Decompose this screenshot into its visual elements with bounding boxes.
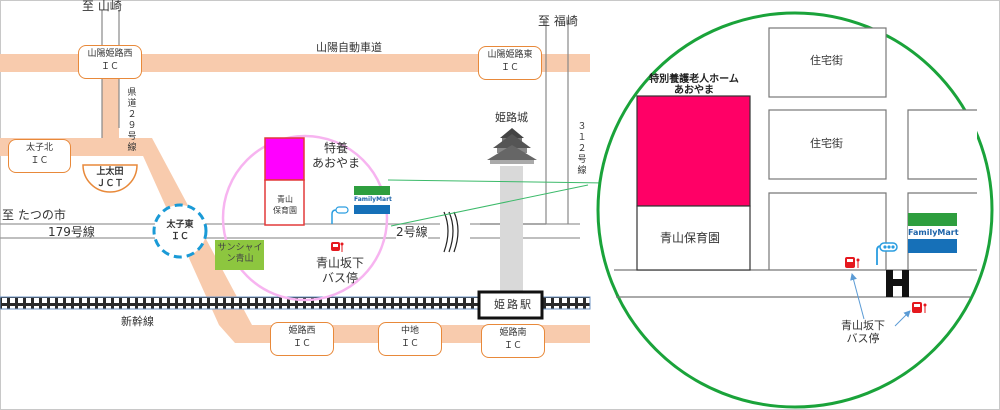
- zoom-connector-line: [387, 178, 607, 187]
- pedestrian-crossing-icon: [886, 270, 909, 297]
- detail-bus-stop-label: 青山坂下バス停: [841, 319, 885, 345]
- residential-label-2: 住宅街: [810, 137, 843, 150]
- nursing-home-block: [264, 137, 305, 181]
- direction-fukusaki: 至 福崎: [538, 14, 578, 28]
- detail-nursery-label: 青山保育園: [660, 231, 721, 245]
- route-2-label: 2号線: [396, 225, 428, 240]
- detail-familymart-logo: FamilyMart: [908, 213, 959, 253]
- himeji-castle-icon: [487, 128, 537, 164]
- direction-yamasaki: 至 山崎: [82, 0, 122, 13]
- familymart-overview-logo: FamilyMart: [354, 186, 392, 214]
- himeji-castle-label: 姫路城: [495, 111, 528, 124]
- direction-tatsuno: 至 たつの市: [2, 208, 66, 222]
- shinkansen-label: 新幹線: [121, 315, 154, 328]
- residential-label-1: 住宅街: [810, 54, 843, 67]
- detail-bus-stop-icon-north: [845, 257, 860, 268]
- himeji-station-label: 姫路駅: [494, 298, 533, 311]
- nursing-home-overview-label: 特養あおやま: [311, 141, 360, 170]
- prefectural-road-29-segment: [102, 72, 119, 152]
- sunshine-aoyama-label: サンシャイン青山: [217, 243, 263, 264]
- nursery-block: [264, 179, 305, 226]
- bus-stop-overview-label: 青山坂下バス停: [315, 256, 364, 285]
- sunshine-aoyama-block: [215, 240, 264, 270]
- sanyo-expressway: [0, 54, 590, 72]
- himeji-station-box: [477, 290, 544, 320]
- overview-highlight-circle: [221, 134, 389, 302]
- detail-nursery-block: [636, 205, 751, 271]
- castle-approach: [500, 166, 523, 296]
- detail-traffic-signal-icon: [876, 242, 898, 265]
- route-179-label: 179号線: [48, 225, 95, 239]
- traffic-signal-icon: [331, 206, 349, 224]
- detail-nursing-home-label: 特別養護老人ホームあおやま: [649, 74, 739, 96]
- detail-nursing-home-block: [636, 95, 751, 207]
- detail-bus-stop-icon-south: [912, 302, 927, 313]
- shinkansen-track: [0, 296, 591, 310]
- kamiota-jct-marker: [82, 164, 138, 193]
- taishi-east-ic-ring: [152, 203, 208, 259]
- sanyo-expressway-label: 山陽自動車道: [316, 41, 382, 54]
- bus-stop-icon: [331, 242, 344, 252]
- nursery-overview-label: 青山保育園: [273, 195, 297, 215]
